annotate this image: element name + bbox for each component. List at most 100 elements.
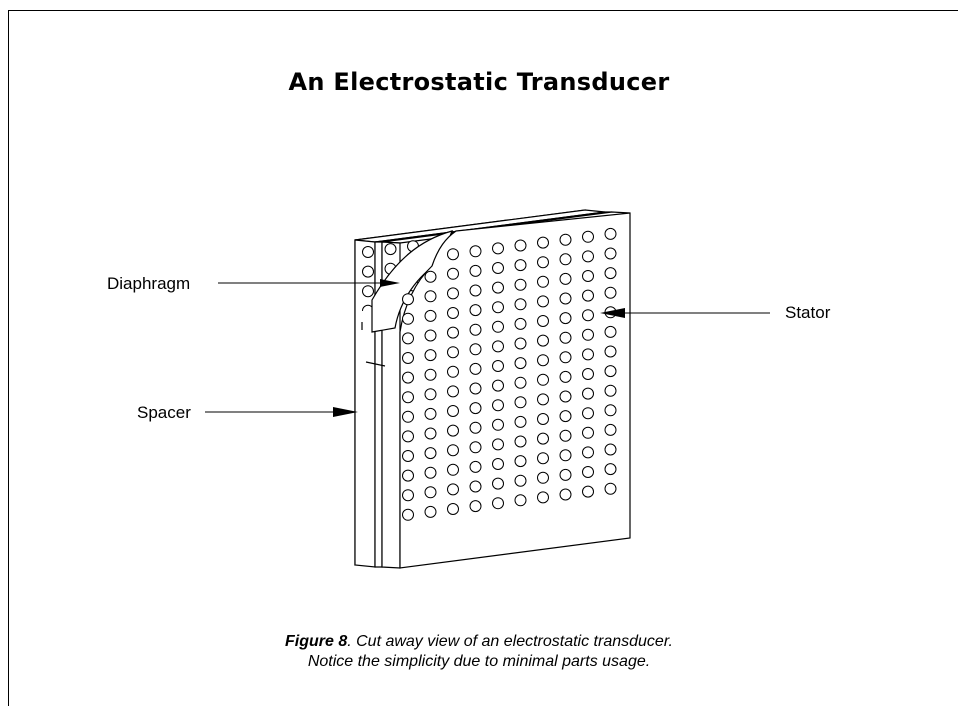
stator-hole — [582, 387, 594, 400]
stator-hole — [582, 348, 594, 361]
back-stator-hole — [384, 243, 397, 256]
stator-hole — [514, 298, 527, 311]
caption-line-1-text: . Cut away view of an electrostatic tran… — [347, 633, 673, 650]
stator-hole — [604, 404, 617, 417]
stator-hole — [424, 329, 437, 342]
stator-hole — [604, 247, 617, 260]
stator-hole — [469, 245, 482, 258]
stator-hole — [469, 304, 482, 317]
stator-hole — [582, 485, 594, 498]
stator-hole — [537, 471, 549, 484]
stator-hole — [604, 384, 617, 397]
stator-hole — [514, 494, 527, 507]
stator-hole — [514, 357, 527, 370]
stator-hole — [559, 351, 572, 364]
stator-hole — [492, 262, 504, 274]
caption-line-1: Figure 8. Cut away view of an electrosta… — [0, 632, 958, 652]
stator-hole — [469, 382, 482, 395]
stator-hole — [604, 267, 617, 280]
stator-hole — [559, 390, 572, 403]
stator-hole — [402, 332, 414, 345]
spacer-cut-edge — [361, 322, 386, 367]
stator-hole — [559, 449, 572, 462]
stator-hole — [492, 497, 504, 510]
stator-hole — [604, 463, 617, 476]
stator-hole — [402, 430, 414, 443]
stator-hole — [514, 278, 527, 291]
back-stator-hole — [362, 265, 374, 278]
stator-hole — [537, 373, 549, 386]
stator-hole — [582, 446, 594, 459]
figure-number: Figure 8 — [284, 633, 348, 650]
stator-hole — [514, 435, 527, 448]
stator-label: Stator — [785, 303, 831, 322]
stator-hole — [559, 272, 572, 285]
stator-hole — [514, 455, 527, 468]
frame-top-border — [8, 10, 958, 11]
stator-hole — [582, 368, 594, 380]
stator-hole — [424, 388, 437, 401]
front-stator-plate — [399, 212, 631, 569]
stator-hole — [447, 424, 459, 437]
stator-hole — [559, 410, 572, 423]
stator-hole — [447, 365, 459, 378]
stator-hole — [402, 450, 414, 462]
stator-hole — [537, 491, 549, 504]
diaphragm-label: Diaphragm — [107, 274, 190, 293]
stator-hole — [424, 270, 437, 283]
stator-hole — [514, 259, 527, 272]
diaphragm-arrowhead — [380, 279, 400, 287]
stator-hole — [514, 337, 527, 350]
stator-hole — [402, 508, 414, 521]
stator-hole — [514, 474, 527, 487]
stator-hole — [424, 427, 437, 440]
stator-hole — [604, 345, 617, 358]
frame-left-border — [8, 10, 9, 706]
stator-hole — [447, 483, 459, 496]
stator-hole — [469, 480, 482, 493]
stator-hole — [514, 415, 527, 428]
stator-hole — [492, 320, 504, 333]
stator-hole — [402, 410, 414, 423]
stator-hole — [447, 503, 459, 515]
stator-hole — [582, 466, 594, 478]
stator-hole — [402, 489, 414, 502]
stator-hole — [537, 334, 549, 347]
stator-hole — [492, 360, 504, 372]
stator-hole — [469, 284, 482, 297]
stator-hole — [604, 365, 617, 378]
stator-arrowhead — [600, 308, 625, 318]
stator-hole — [492, 301, 504, 314]
stator-hole — [537, 452, 549, 465]
stator-hole — [492, 418, 504, 431]
stator-hole — [582, 250, 594, 263]
stator-hole — [537, 315, 549, 327]
stator-hole — [469, 362, 482, 375]
stator-hole — [447, 346, 459, 359]
stator-hole — [559, 331, 572, 344]
stator-hole — [492, 242, 504, 255]
stator-hole — [559, 253, 572, 266]
stator-hole — [469, 500, 482, 513]
stator-hole — [537, 393, 549, 406]
stator-hole — [469, 441, 482, 454]
stator-hole — [492, 399, 504, 412]
stator-hole — [559, 429, 572, 442]
stator-hole — [402, 469, 414, 482]
stator-hole — [559, 233, 572, 246]
stator-hole — [582, 289, 594, 302]
stator-hole — [492, 438, 504, 451]
stator-hole — [537, 275, 549, 288]
stator-hole — [469, 264, 482, 277]
stator-hole — [447, 287, 459, 300]
stator-hole — [447, 463, 459, 476]
stator-hole — [402, 371, 414, 384]
stator-hole — [514, 317, 527, 330]
stator-hole — [582, 328, 594, 341]
stator-hole — [604, 482, 617, 495]
stator-hole — [402, 293, 414, 306]
stator-hole — [447, 405, 459, 417]
stator-hole — [469, 421, 482, 434]
stator-hole — [402, 312, 414, 325]
